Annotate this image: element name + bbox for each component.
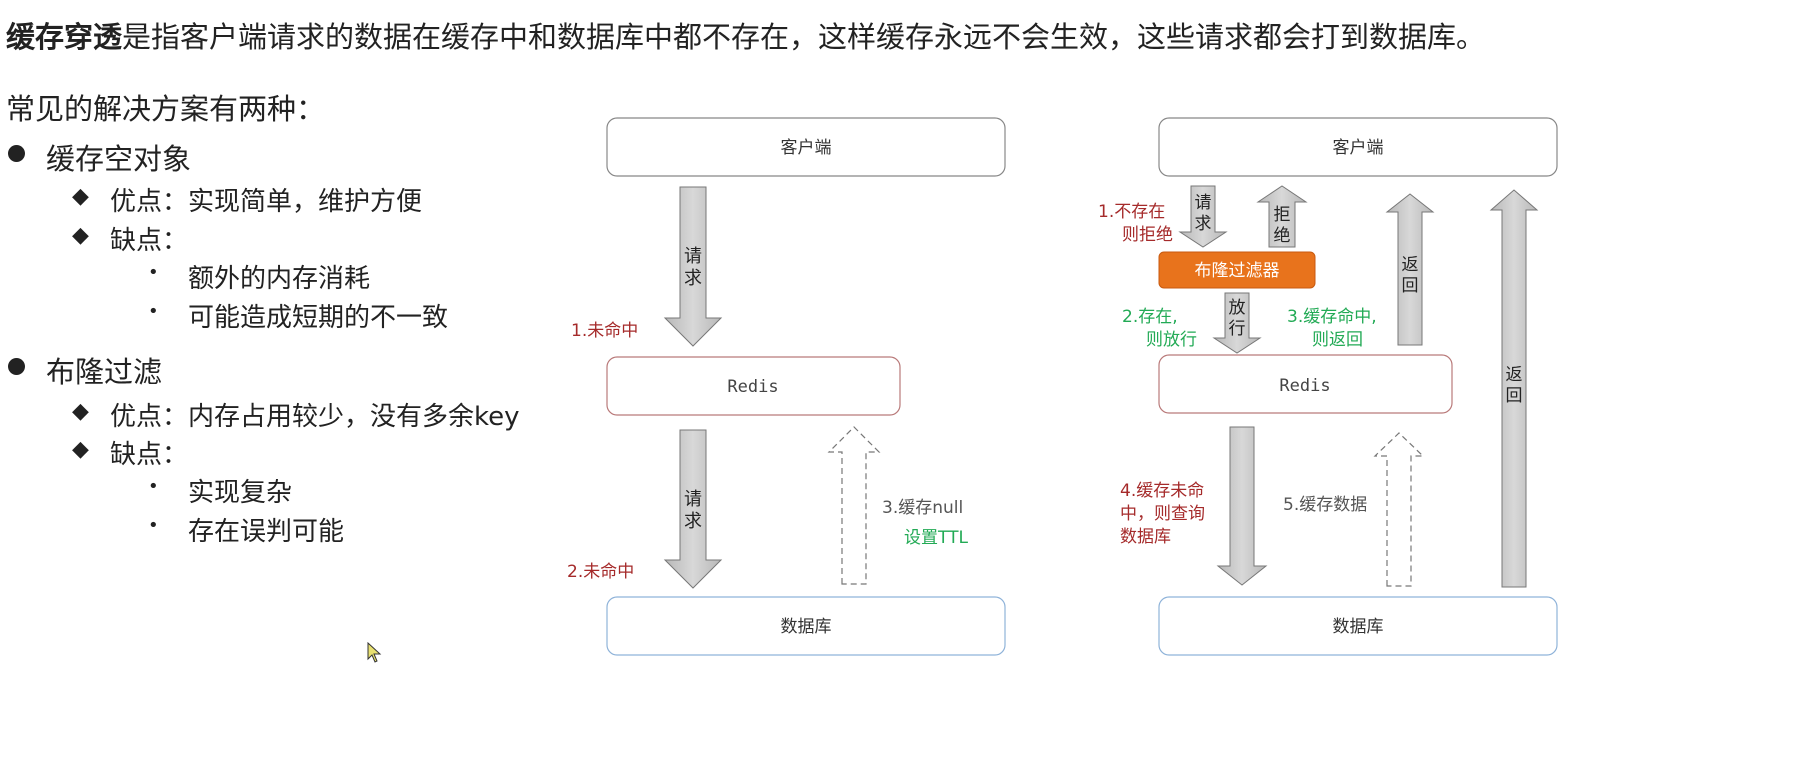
bloom-filter-box: [1158, 251, 1316, 289]
solution-title: 缓存空对象: [46, 142, 192, 176]
redis-label: Redis: [1279, 376, 1330, 396]
intro-term: 缓存穿透: [6, 20, 123, 54]
intro-rest: 是指客户端请求的数据在缓存中和数据库中都不存在，这样缓存永远不会生效，这些请求都…: [122, 20, 1486, 54]
left-diagram: 客户端 请求 1.未命中 Redis 请求 2.未命中 3.缓存null 设置T…: [567, 117, 1006, 656]
step4-label-b: 中，则查询: [1120, 504, 1205, 524]
dot-bullet-icon: •: [148, 476, 159, 497]
ttl-label: 设置TTL: [904, 528, 968, 548]
return-label: 返回: [1506, 365, 1523, 406]
redis-box: [1158, 354, 1453, 414]
reject-arrow-up-icon: [1256, 185, 1308, 248]
cons-item: 可能造成短期的不一致: [188, 303, 449, 333]
miss-label-2: 2.未命中: [567, 562, 634, 582]
redis-label: Redis: [727, 377, 778, 397]
cons-item: 额外的内存消耗: [188, 264, 371, 294]
redis-box: [606, 356, 901, 416]
pass-label: 放行: [1229, 298, 1246, 339]
client-label: 客户端: [781, 138, 832, 158]
bullet-icon: [8, 358, 25, 375]
cache-null-dashed-arrow-icon: [827, 426, 881, 585]
step4-label-a: 4.缓存未命: [1120, 481, 1204, 501]
right-diagram: 客户端 请求 拒绝 1.不存在 则拒绝 布隆过滤器 放行 2.存在, 则放行 返…: [1098, 117, 1558, 656]
dot-bullet-icon: •: [148, 262, 159, 283]
dot-bullet-icon: •: [148, 301, 159, 322]
request-arrow-down-icon: [663, 186, 723, 347]
cons-item: 存在误判可能: [188, 517, 345, 547]
return-label: 返回: [1402, 255, 1419, 296]
diamond-bullet-icon: ◆: [72, 399, 89, 424]
cache-null-label: 3.缓存null: [882, 498, 963, 518]
query-db-arrow-down-icon: [1216, 426, 1268, 586]
bullet-icon: [8, 145, 25, 162]
bloom-filter-label: 布隆过滤器: [1195, 261, 1280, 281]
request-label: 请求: [684, 489, 702, 532]
client-box: [606, 117, 1006, 177]
step3-label-b: 则返回: [1312, 330, 1363, 350]
solution-title: 布隆过滤: [46, 355, 163, 389]
pros-label: 优点：实现简单，维护方便: [110, 187, 423, 217]
request-arrow-down-icon: [1178, 185, 1228, 248]
cons-label: 缺点：: [110, 440, 189, 470]
return-arrow-up-icon: [1385, 193, 1435, 346]
request-arrow-down-icon: [663, 429, 723, 589]
step3-label-a: 3.缓存命中,: [1287, 307, 1377, 327]
diamond-bullet-icon: ◆: [72, 437, 89, 462]
database-label: 数据库: [781, 617, 832, 637]
database-box: [1158, 596, 1558, 656]
cons-label: 缺点：: [110, 226, 189, 256]
step5-label: 5.缓存数据: [1283, 495, 1367, 515]
pros-label: 优点：内存占用较少，没有多余key: [110, 402, 520, 432]
request-label: 请求: [1195, 193, 1212, 234]
step1-label-b: 则拒绝: [1122, 225, 1173, 245]
cons-item: 实现复杂: [188, 478, 293, 508]
diamond-bullet-icon: ◆: [72, 184, 89, 209]
mouse-cursor-icon: [367, 642, 382, 663]
cache-data-dashed-arrow-icon: [1373, 432, 1425, 587]
client-box: [1158, 117, 1558, 177]
return-arrow-up-icon: [1489, 189, 1539, 588]
pass-arrow-down-icon: [1212, 292, 1262, 354]
reject-label: 拒绝: [1274, 205, 1291, 246]
diamond-bullet-icon: ◆: [72, 223, 89, 248]
database-label: 数据库: [1333, 617, 1384, 637]
step2-label-b: 则放行: [1146, 330, 1197, 350]
miss-label-1: 1.未命中: [571, 321, 638, 341]
request-label: 请求: [684, 246, 702, 289]
subtitle: 常见的解决方案有两种：: [6, 92, 326, 126]
step4-label-c: 数据库: [1120, 527, 1171, 547]
step2-label-a: 2.存在,: [1122, 307, 1178, 327]
client-label: 客户端: [1333, 138, 1384, 158]
step1-label-a: 1.不存在: [1098, 202, 1165, 222]
dot-bullet-icon: •: [148, 515, 159, 536]
database-box: [606, 596, 1006, 656]
intro-text: 缓存穿透是指客户端请求的数据在缓存中和数据库中都不存在，这样缓存永远不会生效，这…: [6, 14, 1485, 56]
